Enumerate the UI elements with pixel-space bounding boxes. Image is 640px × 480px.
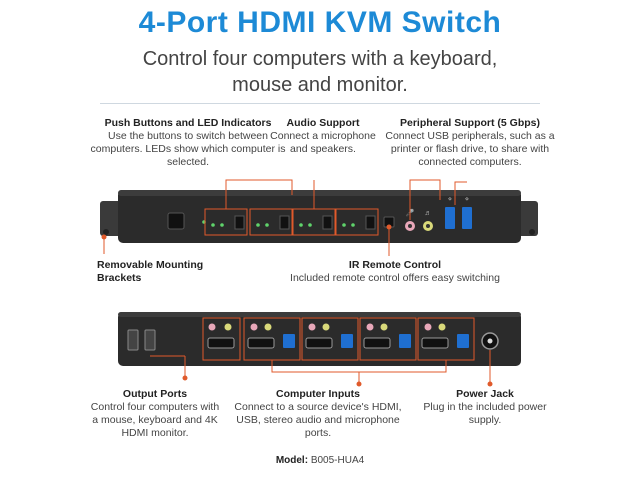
divider — [100, 103, 540, 104]
callout-power-title: Power Jack — [456, 388, 514, 400]
model-label: Model: — [275, 455, 309, 466]
front-usb-port-1 — [445, 207, 455, 229]
callout-ir-title: IR Remote Control — [348, 259, 442, 271]
usb-icon: ⋄ — [448, 196, 452, 203]
bracket-screw-icon — [529, 229, 535, 235]
callout-ir: IR Remote Control Included remote contro… — [270, 259, 520, 285]
rear-device — [118, 312, 521, 366]
callout-brackets: Removable Mounting Brackets — [97, 259, 207, 285]
front-callout-lines — [103, 179, 467, 256]
callout-dot — [182, 375, 188, 381]
callout-power-body: Plug in the included power supply. — [423, 401, 547, 426]
port-select-group — [335, 208, 379, 236]
rear-top-edge — [118, 312, 521, 317]
output-group-frame — [202, 317, 241, 361]
usb-icon: ⋄ — [465, 196, 469, 203]
model-value: B005-HUA4 — [310, 455, 365, 466]
callout-push-buttons-body: Use the buttons to switch between comput… — [90, 130, 286, 168]
callout-ir-body: Included remote control offers easy swit… — [290, 272, 500, 284]
port-select-group — [249, 208, 293, 236]
front-power-button — [167, 212, 185, 230]
bracket-screw-icon — [103, 229, 109, 235]
page-title: 4-Port HDMI KVM Switch — [138, 6, 502, 39]
callout-peripheral-body: Connect USB peripherals, such as a print… — [385, 130, 555, 168]
callout-audio: Audio Support Connect a microphone and s… — [268, 117, 378, 156]
callout-audio-title: Audio Support — [286, 117, 360, 129]
callout-dot — [356, 381, 362, 387]
model-line: Model: B005-HUA4 — [0, 455, 640, 466]
front-top-edge — [118, 190, 521, 196]
console-usb-port-2 — [144, 329, 156, 351]
callout-output-title: Output Ports — [122, 388, 188, 400]
callout-inputs-title: Computer Inputs — [276, 388, 360, 400]
leader-line-push-buttons — [225, 179, 293, 209]
rear-callout-lines — [150, 350, 491, 384]
callout-inputs: Computer Inputs Connect to a source devi… — [228, 388, 408, 440]
front-device: 🎤 ♬ ⋄ ⋄ — [100, 190, 538, 243]
callout-brackets-title: Removable Mounting Brackets — [97, 259, 204, 284]
callout-push-buttons: Push Buttons and LED Indicators Use the … — [88, 117, 288, 169]
left-bracket — [100, 201, 122, 236]
input-group — [417, 317, 475, 361]
right-bracket — [516, 201, 538, 236]
callout-dot — [101, 234, 107, 240]
page-subtitle: Control four computers with a keyboard, … — [142, 48, 498, 96]
console-usb-port-1 — [127, 329, 139, 351]
callout-output: Output Ports Control four computers with… — [90, 388, 220, 440]
front-usb-port-2 — [462, 207, 472, 229]
front-body — [118, 190, 521, 243]
leader-line-peripheral — [454, 181, 467, 205]
callout-audio-body: Connect a microphone and speakers. — [270, 130, 376, 155]
speaker-icon: ♬ — [425, 210, 432, 217]
callout-output-body: Control four computers with a mouse, key… — [90, 401, 220, 439]
input-group — [359, 317, 417, 361]
input-group — [243, 317, 301, 361]
callout-power: Power Jack Plug in the included power su… — [420, 388, 550, 427]
callout-inputs-body: Connect to a source device's HDMI, USB, … — [234, 401, 402, 439]
leader-line-audio — [409, 179, 441, 220]
callout-push-buttons-title: Push Buttons and LED Indicators — [104, 117, 272, 129]
callout-dot — [487, 381, 493, 387]
callout-peripheral: Peripheral Support (5 Gbps) Connect USB … — [380, 117, 560, 169]
hdmi-out-port — [207, 337, 235, 349]
input-group — [301, 317, 359, 361]
callout-dot — [386, 224, 392, 230]
callout-peripheral-title: Peripheral Support (5 Gbps) — [399, 117, 541, 129]
